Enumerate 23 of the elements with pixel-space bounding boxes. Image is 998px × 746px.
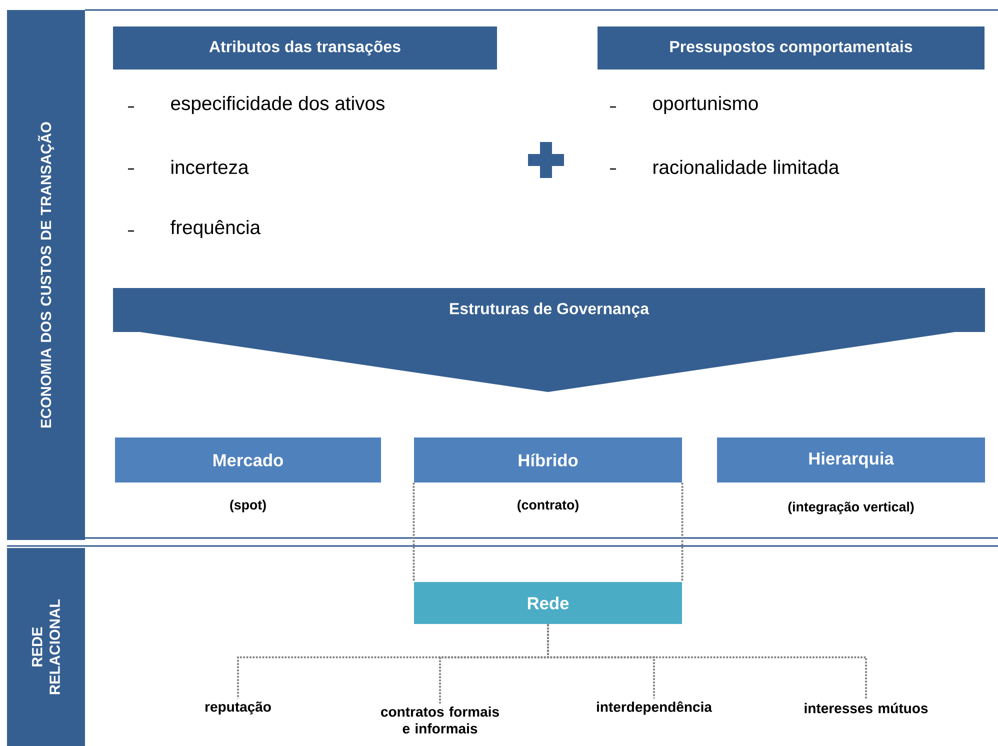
governance-box: Híbrido bbox=[414, 438, 682, 482]
governance-box: Mercado bbox=[115, 438, 381, 482]
list-item: especificidade dos ativos bbox=[171, 96, 384, 114]
relation-text: interesses mútuos bbox=[804, 702, 928, 714]
header-box: Pressupostos comportamentais bbox=[598, 26, 985, 70]
connector-line bbox=[412, 482, 684, 583]
side-band: ECONOMIA DOS CUSTOS DE TRANSAÇÃO bbox=[7, 10, 85, 540]
relation-text: reputação bbox=[205, 702, 271, 714]
governance-box: Hierarquia bbox=[717, 438, 986, 482]
relation-text: contratos formais e informais bbox=[381, 706, 499, 734]
list-item: oportunismo bbox=[653, 96, 758, 114]
governance-box: Rede bbox=[414, 582, 682, 624]
caption-text: (spot) bbox=[230, 500, 266, 512]
connector-line bbox=[547, 624, 867, 700]
chevron-banner: Estruturas de Governança bbox=[113, 288, 986, 392]
header-box: Atributos das transações bbox=[113, 26, 497, 70]
caption-text: (integração vertical) bbox=[788, 502, 914, 514]
caption-text: (contrato) bbox=[518, 500, 578, 512]
relation-text: interdependência bbox=[597, 701, 712, 715]
side-band: REDE RELACIONAL bbox=[7, 548, 85, 746]
list-item: incerteza bbox=[172, 160, 249, 174]
list-item: frequência bbox=[170, 220, 261, 238]
list-item: racionalidade limitada bbox=[654, 160, 840, 174]
